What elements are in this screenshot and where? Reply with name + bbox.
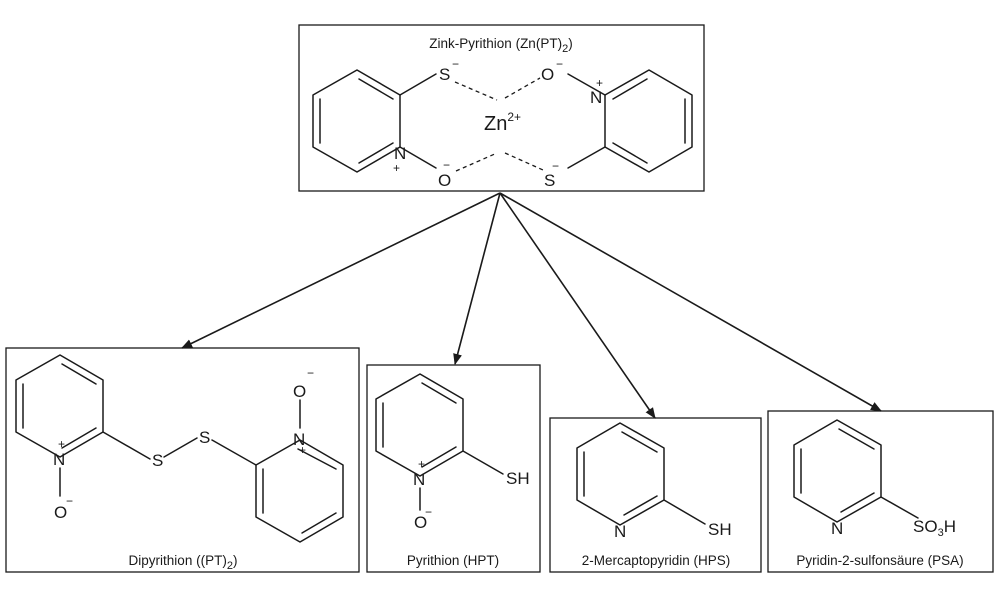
arrow-to-pyrithione <box>453 192 501 366</box>
mercaptopyridine-title: 2-Mercaptopyridin (HPS) <box>582 553 731 568</box>
arrow-to-dipyrithione <box>180 192 501 349</box>
disulfide-bond <box>163 437 198 458</box>
dipyrithione-o-left: O <box>54 503 67 522</box>
dipyrithione-ring-right <box>211 399 344 543</box>
coordination-bond-s-right <box>504 152 544 171</box>
zinc-pyrithione-frame <box>298 24 705 192</box>
degradation-arrows <box>180 192 882 419</box>
left-n-atom: N <box>394 144 406 163</box>
arrow-to-psa <box>499 192 882 412</box>
mercaptopyridine-ring <box>576 422 706 526</box>
left-n-charge: + <box>393 161 400 175</box>
pyrithione-o-atom: O <box>414 513 427 532</box>
dipyrithione-title: Dipyrithion ((PT)2) <box>129 553 238 572</box>
right-n-atom: N <box>590 88 602 107</box>
right-o-atom: O <box>541 65 554 84</box>
psa-ring <box>793 419 919 523</box>
dipyrithione-n-left-charge: + <box>58 437 65 451</box>
psa-n-atom: N <box>831 519 843 538</box>
psa-box: N SO3H Pyridin-2-sulfonsäure (PSA) <box>767 410 994 573</box>
left-s-atom: S <box>439 65 450 84</box>
left-s-charge: − <box>452 57 459 71</box>
zinc-pyrithione-title: Zink-Pyrithion (Zn(PT)2) <box>429 36 572 55</box>
dipyrithione-s-right: S <box>199 428 210 447</box>
coordination-bond-o-right <box>504 77 541 99</box>
right-s-charge: − <box>552 159 559 173</box>
dipyrithione-s-left: S <box>152 451 163 470</box>
zinc-ion-label: Zn2+ <box>484 110 521 135</box>
mercaptopyridine-frame <box>549 417 762 573</box>
mercaptopyridine-sh-group: SH <box>708 520 732 539</box>
right-n-charge: + <box>596 76 603 90</box>
dipyrithione-n-right: N <box>293 430 305 449</box>
pyrithione-n-charge: + <box>418 457 425 471</box>
mercaptopyridine-n-atom: N <box>614 522 626 541</box>
left-o-charge: − <box>443 158 450 172</box>
dipyrithione-n-right-charge: + <box>299 443 306 457</box>
mercaptopyridine-box: N SH 2-Mercaptopyridin (HPS) <box>549 417 762 573</box>
psa-frame <box>767 410 994 573</box>
dipyrithione-box: N + O − S S N + O − Dipyrithion ((PT)2) <box>5 347 360 573</box>
psa-title: Pyridin-2-sulfonsäure (PSA) <box>796 553 963 568</box>
pyrithione-box: N + O − SH Pyrithion (HPT) <box>366 364 541 573</box>
pyrithione-sh-group: SH <box>506 469 530 488</box>
left-o-atom: O <box>438 171 451 190</box>
dipyrithione-o-left-charge: − <box>66 494 73 508</box>
pyrithione-frame <box>366 364 541 573</box>
coordination-bond-s-left <box>454 81 498 101</box>
right-o-charge: − <box>556 57 563 71</box>
pyrithione-ring <box>375 373 504 511</box>
right-s-atom: S <box>544 171 555 190</box>
psa-so3h-group: SO3H <box>913 517 956 539</box>
dipyrithione-n-left: N <box>53 450 65 469</box>
pyrithione-o-charge: − <box>425 505 432 519</box>
dipyrithione-o-right-charge: − <box>307 366 314 380</box>
dipyrithione-frame <box>5 347 360 573</box>
pyrithione-title: Pyrithion (HPT) <box>407 553 499 568</box>
dipyrithione-o-right: O <box>293 382 306 401</box>
dipyrithione-ring-left <box>15 354 151 497</box>
right-pyridine-ring <box>567 69 693 173</box>
zinc-pyrithione-box: Zink-Pyrithion (Zn(PT)2) S − N + O − O −… <box>298 24 705 192</box>
left-pyridine-ring <box>312 69 437 173</box>
arrow-to-mercaptopyridine <box>499 192 656 419</box>
coordination-bond-o-left <box>455 152 498 172</box>
pyrithione-n-atom: N <box>413 470 425 489</box>
